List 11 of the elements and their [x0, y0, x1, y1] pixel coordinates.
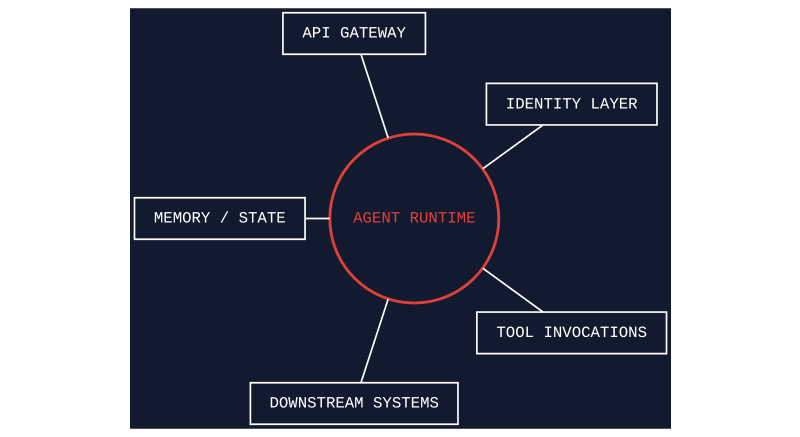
node-circle: AGENT RUNTIME	[328, 132, 500, 304]
node-box: TOOL INVOCATIONS	[476, 311, 667, 354]
node-box: IDENTITY LAYER	[485, 82, 658, 126]
node-box: API GATEWAY	[282, 12, 426, 56]
node-box: MEMORY / STATE	[133, 196, 306, 240]
node-box: DOWNSTREAM SYSTEMS	[249, 382, 458, 426]
connector	[360, 54, 388, 138]
connector	[482, 268, 543, 313]
connector	[482, 124, 543, 170]
connector	[304, 218, 330, 220]
connector	[360, 298, 388, 383]
